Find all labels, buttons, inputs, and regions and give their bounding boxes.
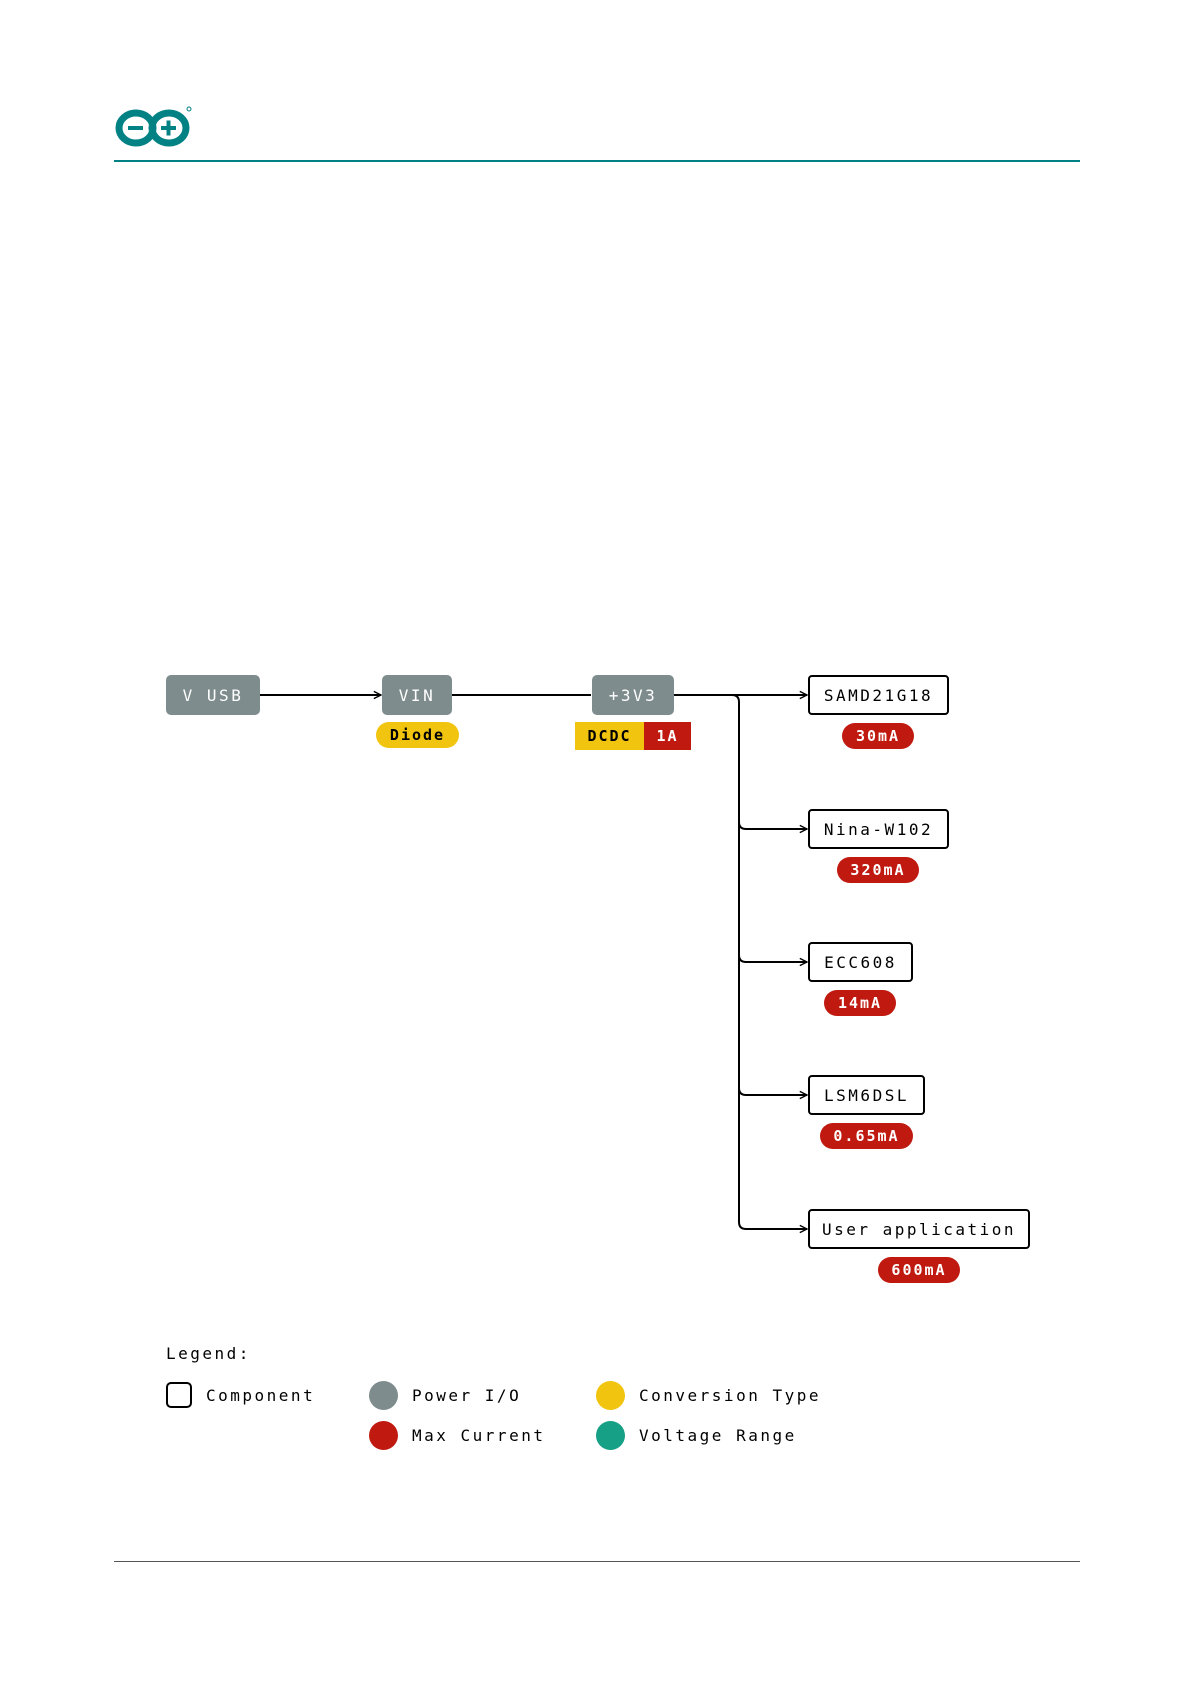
component-samd21g18: SAMD21G18 [808,675,949,715]
max-current-3v3: 1A [644,722,691,750]
legend-conversion-type-label: Conversion Type [639,1386,821,1405]
voltage-range-dot-icon [596,1421,625,1450]
current-user-application: 600mA [878,1257,960,1283]
power-node-vin: VIN [382,675,452,715]
legend-conversion-type: Conversion Type [596,1381,821,1410]
component-lsm6dsl: LSM6DSL [808,1075,925,1115]
component-user-application: User application [808,1209,1030,1249]
legend-voltage-range-label: Voltage Range [639,1426,797,1445]
current-ecc608: 14mA [824,990,896,1016]
legend-voltage-range: Voltage Range [596,1421,797,1450]
current-samd21g18: 30mA [842,723,914,749]
component-nina-w102: Nina-W102 [808,809,949,849]
legend-power-io-label: Power I/O [412,1386,521,1405]
arrow-ecc [739,955,807,962]
current-nina-w102: 320mA [837,857,919,883]
legend-title: Legend: [166,1344,251,1363]
conversion-diode: Diode [376,722,459,748]
power-io-dot-icon [369,1381,398,1410]
current-lsm6dsl: 0.65mA [820,1123,913,1149]
power-node-vusb: V USB [166,675,260,715]
conversion-type-dot-icon [596,1381,625,1410]
conversion-dcdc: DCDC [575,722,644,750]
legend-max-current-label: Max Current [412,1426,545,1445]
legend-max-current: Max Current [369,1421,545,1450]
footer-rule [114,1561,1080,1562]
legend-component: Component [166,1382,315,1408]
power-node-3v3: +3V3 [592,675,674,715]
legend-component-label: Component [206,1386,315,1405]
component-swatch-icon [166,1382,192,1408]
max-current-dot-icon [369,1421,398,1450]
legend-power-io: Power I/O [369,1381,521,1410]
arrow-nina [739,822,807,829]
arrow-lsm [739,1088,807,1095]
component-ecc608: ECC608 [808,942,913,982]
